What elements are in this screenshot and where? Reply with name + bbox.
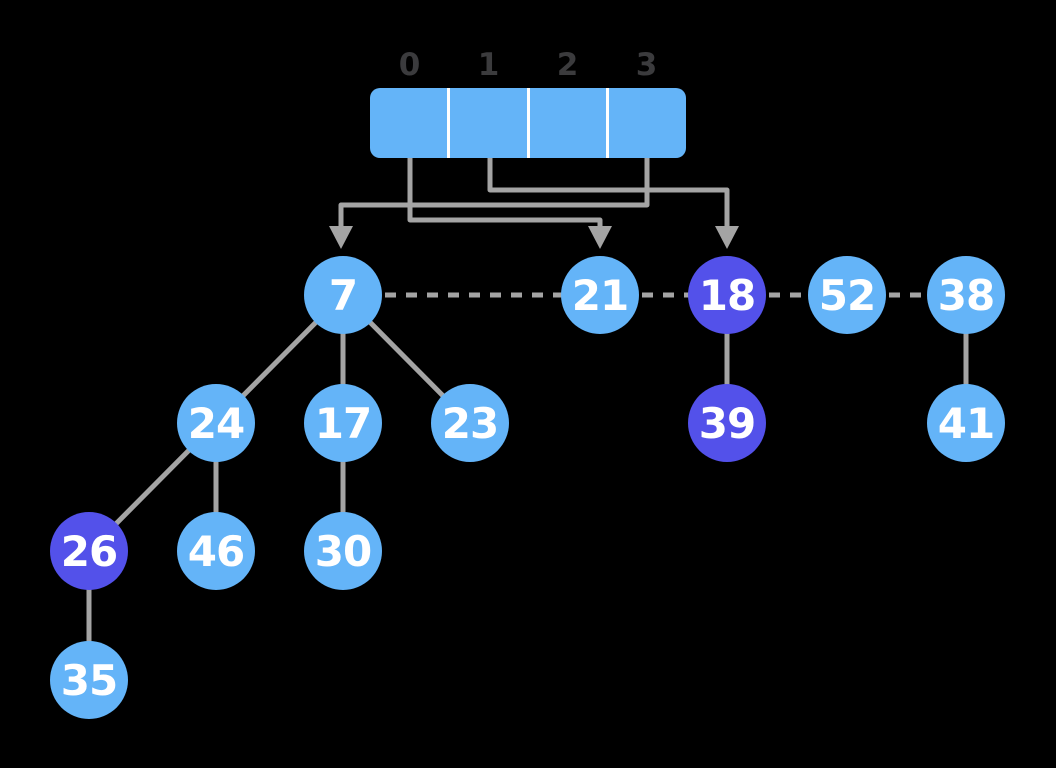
array-index-label-3: 3 [635,47,658,83]
array-cell-1 [446,88,527,158]
bucket-array [370,88,686,158]
node-46: 46 [177,512,255,590]
arrowheads [329,226,739,249]
arrowhead-7-icon [329,226,353,249]
pointer-3-to-7-line [338,158,650,228]
node-30: 30 [304,512,382,590]
node-24: 24 [177,384,255,462]
node-39: 39 [688,384,766,462]
node-18: 18 [688,256,766,334]
arrowhead-21-icon [588,226,612,249]
node-23: 23 [431,384,509,462]
node-21: 21 [561,256,639,334]
array-pointer-arrows [338,158,730,228]
node-35: 35 [50,641,128,719]
arrowhead-18-icon [715,226,739,249]
node-17: 17 [304,384,382,462]
array-cell-2 [526,88,607,158]
node-41: 41 [927,384,1005,462]
array-index-label-1: 1 [477,47,500,83]
node-26: 26 [50,512,128,590]
array-index-label-0: 0 [398,47,421,83]
node-38: 38 [927,256,1005,334]
tree-edges [86,292,969,683]
array-cell-3 [606,88,686,158]
node-7: 7 [304,256,382,334]
pointer-0-to-21-line [407,158,603,228]
pointer-1-to-18-line [487,158,730,228]
node-52: 52 [808,256,886,334]
array-index-row: 0 1 2 3 [370,48,686,82]
array-index-label-2: 2 [556,47,579,83]
array-cell-0 [370,88,447,158]
